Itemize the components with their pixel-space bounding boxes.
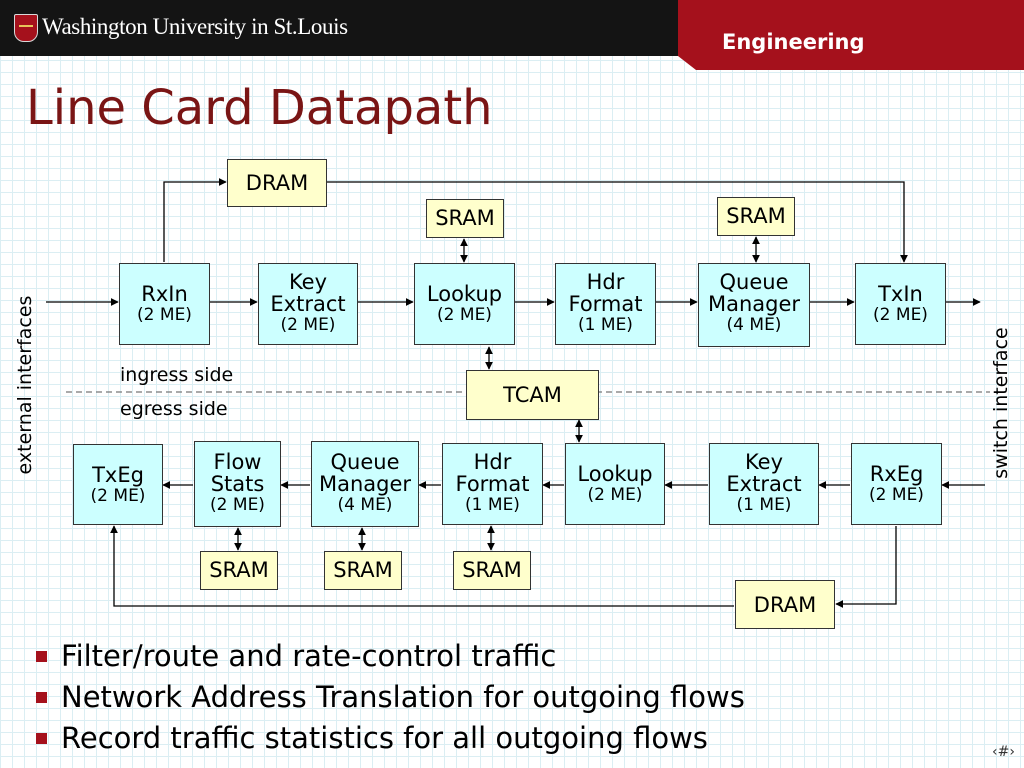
key-extract-egress-line1: Key [744, 450, 784, 474]
tcam: TCAM [466, 370, 599, 420]
lookup-egress-name: Lookup [577, 462, 653, 486]
dram-top-label: DRAM [245, 171, 309, 195]
flow-stats-line1: Flow [213, 450, 262, 474]
slide-title: Line Card Datapath [26, 80, 493, 136]
sram-lookup-ingress: SRAM [426, 199, 504, 238]
lookup-ingress-block: Lookup (2 ME) [414, 263, 515, 345]
lookup-egress-block: Lookup (2 ME) [565, 443, 665, 525]
sram-queue-ingress-label: SRAM [726, 204, 786, 228]
key-extract-ingress-line2: Extract [270, 292, 346, 316]
queue-manager-ingress-block: Queue Manager (4 ME) [698, 263, 810, 347]
lookup-ingress-name: Lookup [426, 282, 503, 306]
queue-manager-egress-line2: Manager [318, 472, 412, 496]
key-extract-egress-block: Key Extract (1 ME) [709, 443, 819, 525]
txin-block: TxIn (2 ME) [855, 263, 946, 345]
hdr-format-ingress-line2: Format [568, 292, 643, 316]
key-extract-ingress-line1: Key [288, 270, 328, 294]
external-interfaces-label: external interfaces [14, 295, 36, 475]
queue-manager-ingress-me: (4 ME) [726, 315, 782, 335]
flow-stats-line2: Stats [210, 472, 265, 496]
flow-stats-block: Flow Stats (2 ME) [194, 441, 281, 527]
rxin-block: RxIn (2 ME) [119, 263, 210, 345]
sram-lookup-ingress-label: SRAM [435, 206, 495, 230]
rxin-me: (2 ME) [137, 305, 192, 325]
hdr-format-egress-line1: Hdr [473, 450, 512, 474]
bullet-item: Filter/route and rate-control traffic [36, 636, 745, 677]
hdr-format-ingress-block: Hdr Format (1 ME) [555, 263, 656, 345]
dram-bottom-label: DRAM [753, 593, 817, 617]
dram-top: DRAM [227, 159, 327, 207]
txin-me: (2 ME) [873, 305, 928, 325]
university-shield-icon [14, 14, 38, 42]
tcam-label: TCAM [503, 383, 562, 407]
bullet-item: Network Address Translation for outgoing… [36, 677, 745, 718]
sram-queue-egress: SRAM [324, 551, 402, 590]
rxeg-name: RxEg [869, 462, 924, 486]
bullet-item: Record traffic statistics for all outgoi… [36, 718, 745, 759]
sram-queue-egress-label: SRAM [333, 558, 393, 582]
hdr-format-egress-line2: Format [455, 472, 530, 496]
key-extract-egress-me: (1 ME) [736, 495, 792, 515]
ingress-side-label: ingress side [120, 364, 234, 386]
lookup-ingress-me: (2 ME) [437, 305, 492, 325]
queue-manager-egress-line1: Queue [330, 450, 400, 474]
hdr-format-egress-block: Hdr Format (1 ME) [442, 443, 543, 525]
key-extract-ingress-me: (2 ME) [280, 315, 336, 335]
hdr-format-ingress-me: (1 ME) [578, 315, 633, 335]
school-name: Engineering [722, 30, 865, 54]
sram-hdr-egress: SRAM [453, 551, 531, 590]
key-extract-ingress-block: Key Extract (2 ME) [258, 263, 358, 345]
sram-flow-stats-label: SRAM [209, 558, 269, 582]
bullet-list: Filter/route and rate-control traffic Ne… [36, 636, 745, 759]
rxin-name: RxIn [141, 282, 188, 306]
hdr-format-egress-me: (1 ME) [465, 495, 520, 515]
txin-name: TxIn [878, 282, 923, 306]
txeg-block: TxEg (2 ME) [73, 444, 163, 525]
sram-hdr-egress-label: SRAM [462, 558, 522, 582]
txeg-name: TxEg [92, 463, 144, 487]
queue-manager-egress-me: (4 ME) [337, 495, 393, 515]
key-extract-egress-line2: Extract [726, 472, 802, 496]
lookup-egress-me: (2 ME) [587, 485, 643, 505]
queue-manager-egress-block: Queue Manager (4 ME) [311, 441, 419, 527]
dram-bottom: DRAM [735, 580, 835, 629]
hdr-format-ingress-line1: Hdr [586, 270, 625, 294]
page-number: ‹#› [992, 744, 1015, 760]
switch-interface-label: switch interface [990, 327, 1012, 479]
queue-manager-ingress-line2: Manager [707, 292, 801, 316]
sram-queue-ingress: SRAM [717, 197, 795, 236]
university-name: Washington University in St.Louis [42, 14, 348, 39]
txeg-me: (2 ME) [90, 486, 146, 506]
rxeg-block: RxEg (2 ME) [851, 443, 942, 525]
rxeg-me: (2 ME) [869, 485, 924, 505]
flow-stats-me: (2 ME) [210, 495, 265, 515]
engineering-band [678, 0, 1024, 70]
sram-flow-stats: SRAM [200, 551, 278, 590]
queue-manager-ingress-line1: Queue [719, 270, 789, 294]
egress-side-label: egress side [120, 398, 228, 420]
